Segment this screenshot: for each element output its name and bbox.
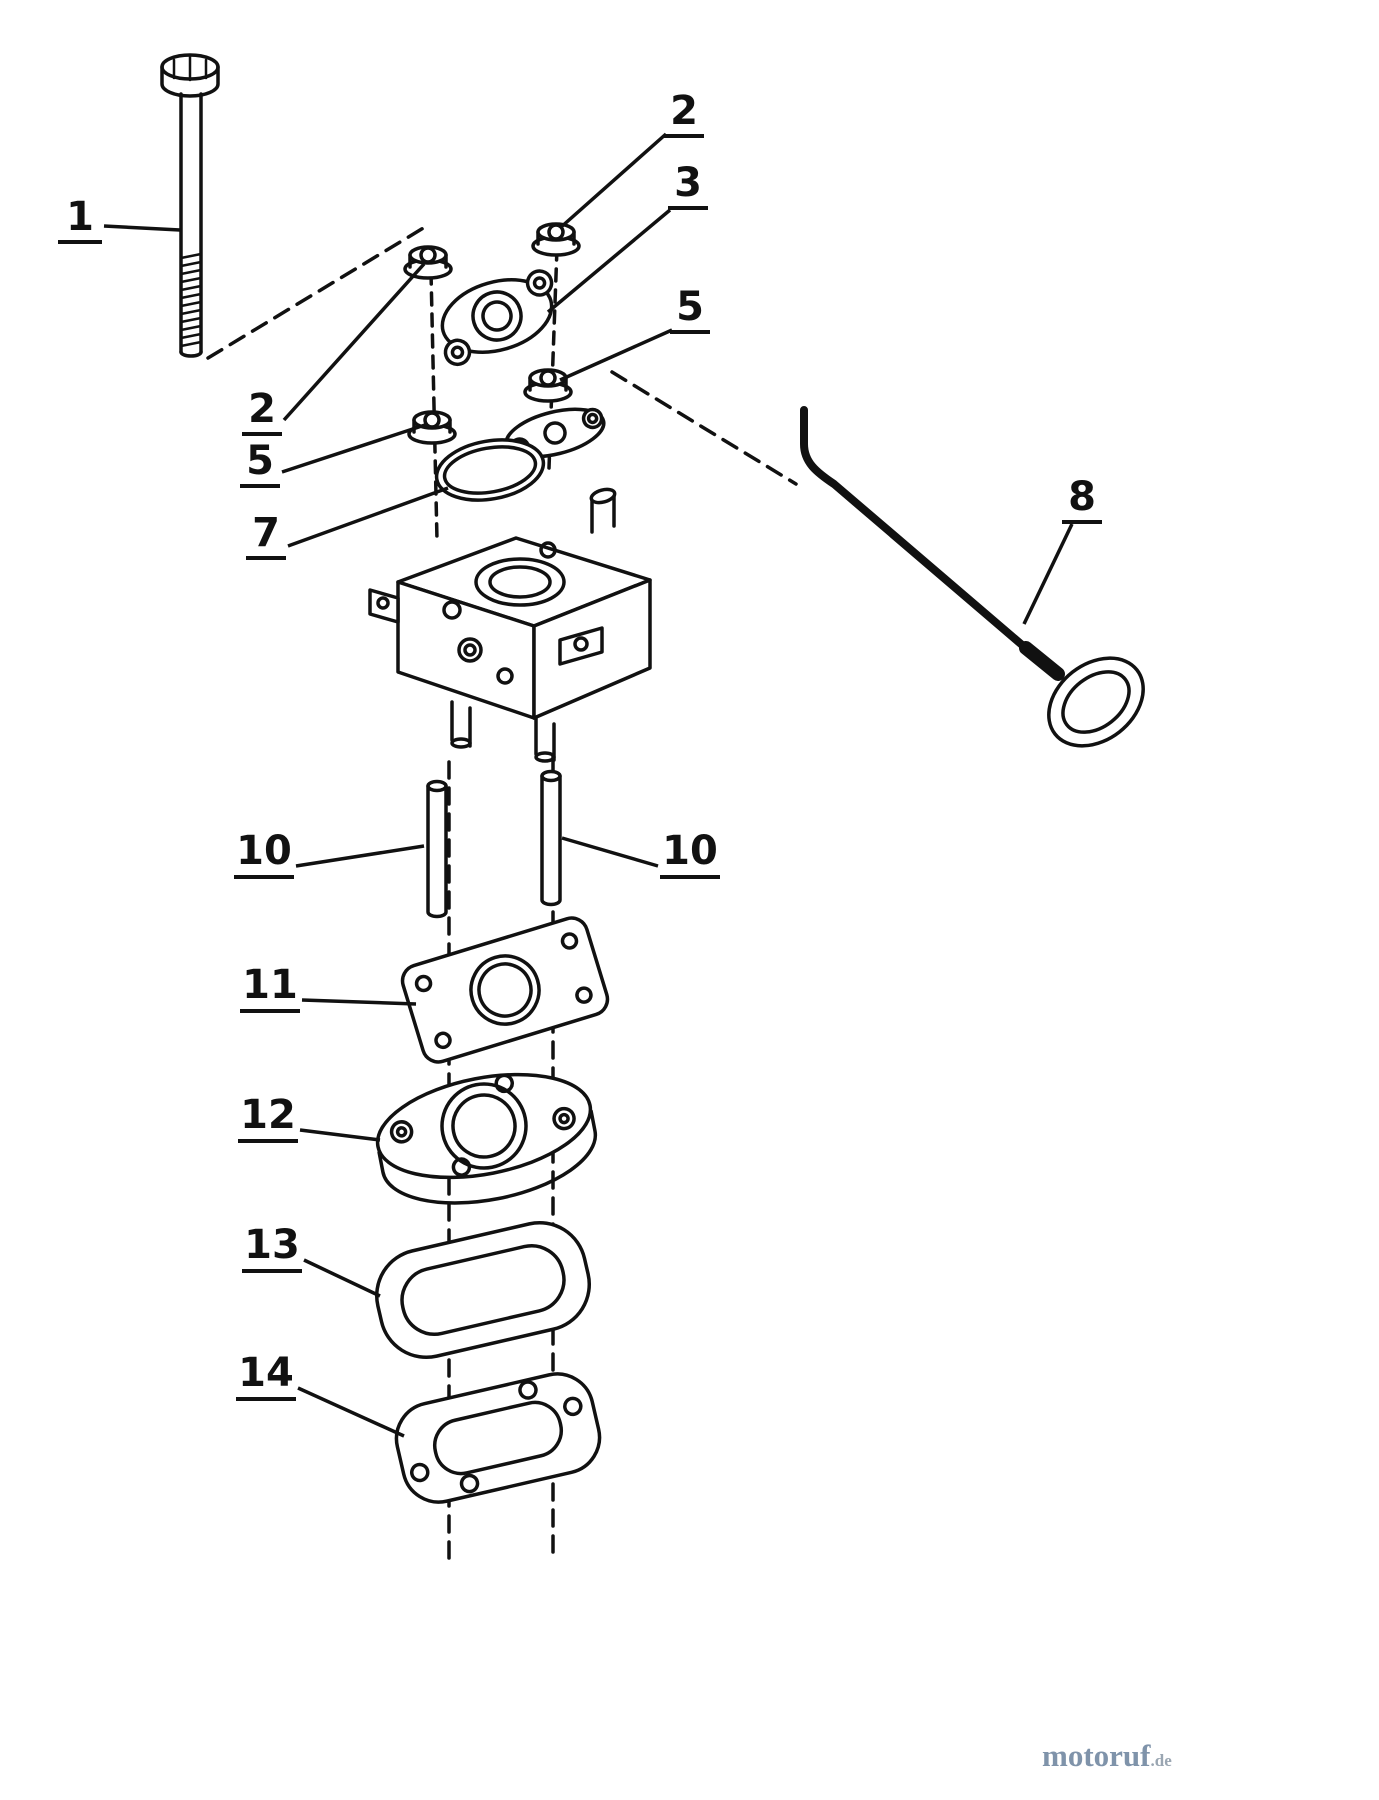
- diagram-artwork: [160, 53, 1145, 1570]
- bolt-part-1: [160, 53, 220, 358]
- gasket-part-13: [374, 1220, 592, 1360]
- svg-text:14: 14: [238, 1350, 294, 1396]
- leader-11: [301, 998, 417, 1006]
- svg-text:12: 12: [240, 1092, 296, 1138]
- callout-11: 11: [240, 962, 300, 1013]
- leader-14: [297, 1386, 405, 1438]
- stud-part-10-left: [426, 779, 448, 919]
- svg-text:8: 8: [1068, 474, 1096, 520]
- leader-2-left: [282, 262, 426, 422]
- nut-part-2-left: [403, 245, 453, 280]
- leader-7: [287, 486, 449, 548]
- nut-part-5-right: [523, 368, 573, 403]
- svg-text:3: 3: [674, 160, 702, 206]
- callout-2-top: 2: [664, 88, 704, 138]
- pump-cover-part-3: [440, 269, 554, 367]
- leader-12: [299, 1128, 381, 1142]
- callout-1: 1: [58, 194, 102, 244]
- stud-part-10-right: [540, 769, 562, 907]
- gasket-part-7: [434, 438, 546, 502]
- leader-2-top: [558, 132, 668, 230]
- leader-lines: [103, 132, 1074, 1438]
- svg-text:1: 1: [66, 194, 94, 240]
- leader-5-right: [559, 328, 673, 382]
- svg-text:11: 11: [242, 962, 298, 1008]
- leader-5-left: [281, 422, 429, 474]
- centerline-dashes: [206, 222, 798, 1570]
- svg-text:13: 13: [244, 1222, 300, 1268]
- leader-8: [1022, 523, 1074, 625]
- leader-3: [546, 208, 672, 314]
- leader-10-left: [295, 844, 425, 868]
- gasket-part-14: [394, 1372, 602, 1504]
- gasket-plate-part-11: [400, 916, 610, 1064]
- svg-text:2: 2: [670, 88, 698, 134]
- callout-10-right: 10: [660, 828, 720, 879]
- callout-labels: 1 2 3 5 2 5 7 8: [58, 88, 1102, 1401]
- svg-text:2: 2: [248, 386, 276, 432]
- callout-14: 14: [236, 1350, 296, 1401]
- callout-3: 3: [668, 160, 708, 210]
- watermark-tld: .de: [1150, 1751, 1172, 1770]
- callout-8: 8: [1062, 474, 1102, 524]
- primer-rod-part-8: [800, 406, 1145, 748]
- callout-7: 7: [246, 510, 286, 560]
- leader-13: [303, 1258, 381, 1298]
- svg-text:5: 5: [246, 438, 274, 484]
- callout-10-left: 10: [234, 828, 294, 879]
- callout-2-left: 2: [242, 386, 282, 436]
- carburetor-body: [368, 487, 652, 763]
- svg-text:10: 10: [236, 828, 292, 874]
- nut-part-2-right: [531, 222, 581, 257]
- svg-text:7: 7: [252, 510, 280, 556]
- leader-1: [103, 224, 181, 232]
- watermark-motoruf: motoruf.de: [1042, 1738, 1172, 1773]
- callout-5-right: 5: [670, 284, 710, 334]
- svg-text:5: 5: [676, 284, 704, 330]
- callout-5-left: 5: [240, 438, 280, 488]
- leader-10-right: [561, 836, 659, 868]
- svg-text:10: 10: [662, 828, 718, 874]
- watermark-brand: motoruf: [1042, 1738, 1151, 1773]
- callout-13: 13: [242, 1222, 302, 1273]
- insulator-part-12: [375, 1072, 598, 1205]
- callout-12: 12: [238, 1092, 298, 1143]
